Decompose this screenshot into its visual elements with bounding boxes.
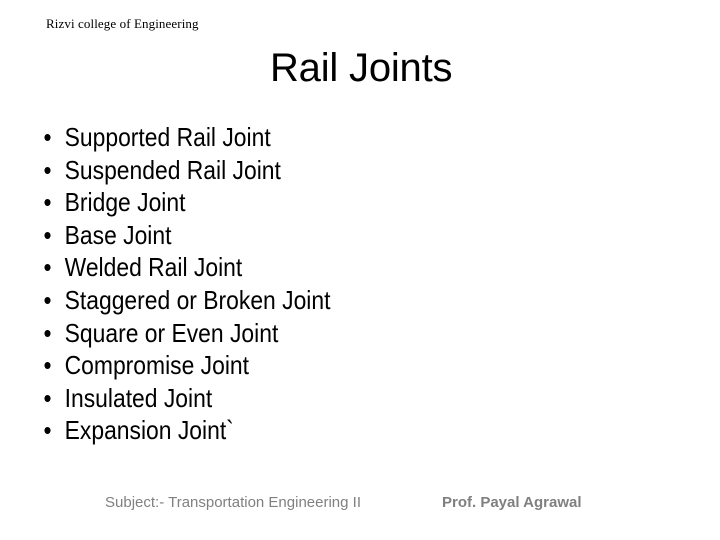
- footer-subject-label: Subject:- Transportation Engineering II: [105, 494, 361, 511]
- list-item-label: Square or Even Joint: [64, 317, 279, 348]
- list-item: • Base Joint: [40, 220, 410, 253]
- bullet-icon: •: [43, 284, 52, 315]
- list-item: • Welded Rail Joint: [40, 252, 410, 285]
- rail-joint-types-list: • Supported Rail Joint • Suspended Rail …: [40, 122, 460, 448]
- list-item: • Supported Rail Joint: [40, 122, 410, 155]
- list-item-label: Bridge Joint: [64, 187, 186, 218]
- bullet-icon: •: [43, 252, 52, 283]
- list-item: • Compromise Joint: [40, 350, 410, 383]
- list-item-label: Insulated Joint: [64, 382, 213, 413]
- list-item-label: Suspended Rail Joint: [64, 154, 281, 185]
- bullet-icon: •: [43, 382, 52, 413]
- footer-author-label: Prof. Payal Agrawal: [442, 494, 582, 511]
- list-item: • Square or Even Joint: [40, 318, 410, 351]
- bullet-icon: •: [43, 154, 52, 185]
- bullet-icon: •: [43, 219, 52, 250]
- list-item: • Expansion Joint`: [40, 415, 410, 448]
- list-item: • Suspended Rail Joint: [40, 155, 410, 188]
- organization-header: Rizvi college of Engineering: [46, 16, 199, 31]
- bullet-icon: •: [43, 350, 52, 381]
- bullet-icon: •: [43, 187, 52, 218]
- bullet-icon: •: [43, 122, 52, 152]
- list-item-label: Compromise Joint: [64, 350, 250, 381]
- list-item: • Staggered or Broken Joint: [40, 285, 410, 318]
- list-item-label: Base Joint: [64, 219, 172, 250]
- list-item: • Insulated Joint: [40, 383, 410, 416]
- list-item-label: Supported Rail Joint: [64, 122, 271, 152]
- page-title: Rail Joints: [270, 46, 453, 90]
- list-item-label: Staggered or Broken Joint: [64, 284, 331, 315]
- list-item-label: Welded Rail Joint: [64, 252, 243, 283]
- list-item: • Bridge Joint: [40, 187, 410, 220]
- bullet-icon: •: [43, 415, 52, 446]
- list-item-label: Expansion Joint`: [64, 415, 234, 446]
- bullet-icon: •: [43, 317, 52, 348]
- slide-footer: Subject:- Transportation Engineering II …: [0, 493, 720, 517]
